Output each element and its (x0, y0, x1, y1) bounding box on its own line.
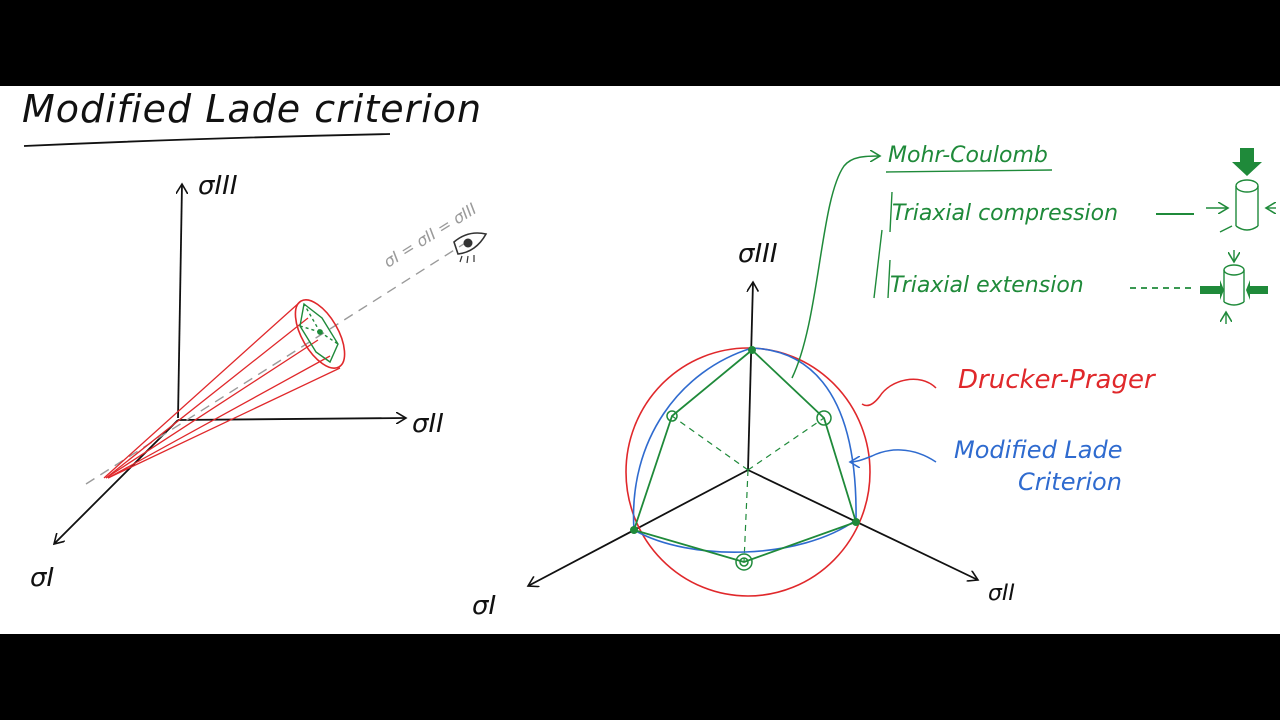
mohr-coulomb-label: Mohr-Coulomb (888, 143, 1048, 168)
mohr-coulomb-pyramid-section (299, 302, 339, 364)
left-axis-sigma-3 (178, 184, 182, 419)
modified-lade-label-line2: Criterion (1018, 468, 1122, 496)
eye-icon (453, 232, 488, 264)
mohr-coulomb-underline (885, 169, 1053, 173)
cylinder-specimen-extension-icon (1200, 250, 1268, 324)
left-3d-diagram: σIII σII σI σI = σII = σIII (30, 171, 488, 593)
right-axis-sigma-3 (748, 282, 753, 471)
extension-points (666, 410, 832, 571)
extension-dashed-lines (671, 415, 825, 563)
drucker-prager-circle (625, 347, 871, 597)
right-label-sigma-2: σII (988, 581, 1015, 606)
deviatoric-plane-diagram: σIII σII σI (472, 239, 1015, 621)
right-axis-sigma-2 (747, 469, 978, 580)
right-label-sigma-1: σI (472, 591, 496, 621)
left-label-sigma-3: σIII (198, 171, 237, 201)
mohr-coulomb-callout (791, 156, 880, 379)
title-underline (23, 133, 391, 147)
compression-points (630, 346, 860, 534)
page-title: Modified Lade criterion (22, 87, 482, 131)
left-label-sigma-2: σII (412, 409, 444, 439)
drucker-prager-cone (103, 299, 346, 479)
modified-lade-label-line1: Modified Lade (954, 436, 1123, 464)
drucker-prager-label: Drucker-Prager (958, 365, 1157, 395)
drucker-prager-callout (861, 378, 937, 407)
modified-lade-curve (632, 347, 857, 553)
triaxial-extension-label: Triaxial extension (890, 273, 1084, 298)
whiteboard (0, 86, 1280, 634)
left-axis-sigma-1 (54, 419, 179, 544)
mohr-coulomb-hexagon (633, 349, 857, 563)
left-label-sigma-1: σI (30, 563, 54, 593)
legend-bracket (873, 191, 893, 299)
right-label-sigma-3: σIII (738, 239, 777, 269)
triaxial-compression-label: Triaxial compression (892, 201, 1118, 226)
left-axis-sigma-2 (177, 418, 406, 420)
modified-lade-callout (850, 449, 937, 462)
right-axis-sigma-1 (528, 469, 749, 586)
cylinder-specimen-compression-icon (1206, 148, 1276, 233)
